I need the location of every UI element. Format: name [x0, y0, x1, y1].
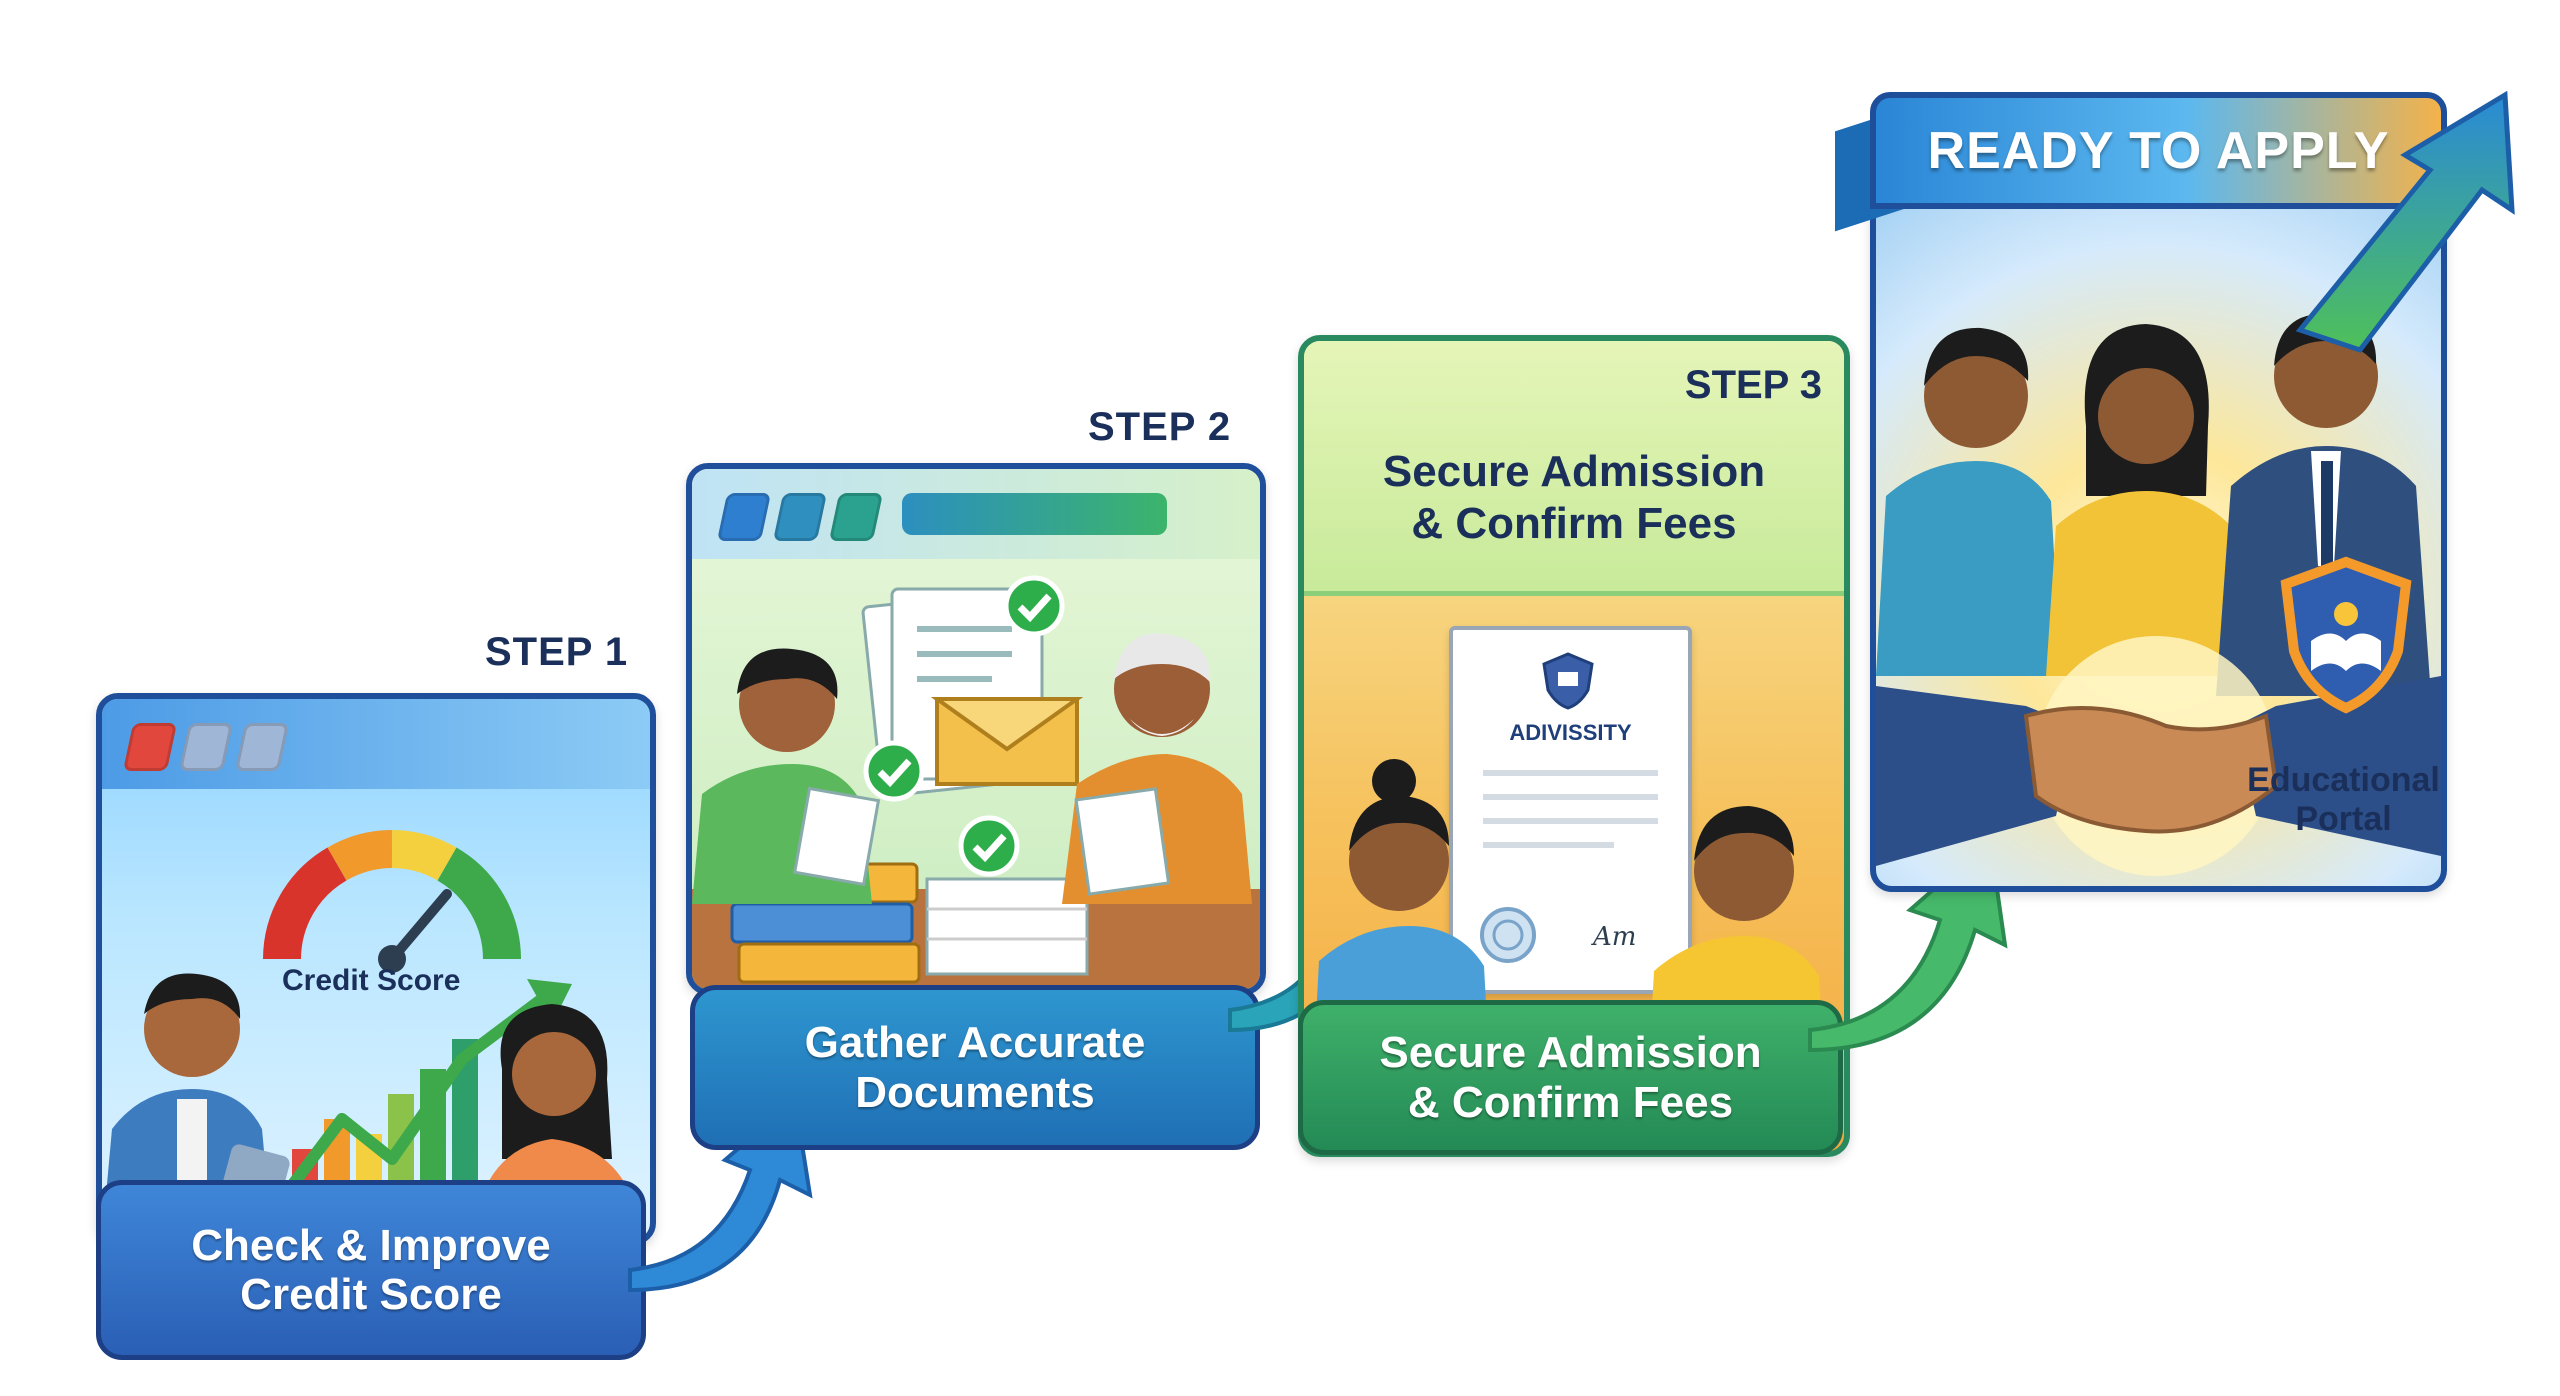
portal-line1: Educational — [2247, 761, 2440, 799]
certificate-lines — [1483, 770, 1658, 866]
step-3-header-title: Secure Admission & Confirm Fees — [1304, 446, 1844, 550]
envelope-icon — [930, 697, 1084, 786]
growth-arrow-icon — [2295, 90, 2515, 353]
checkmark-icon — [1003, 575, 1065, 637]
checkmark-icon — [863, 740, 925, 802]
seal-icon — [1480, 907, 1536, 963]
checkmark-icon — [958, 815, 1020, 877]
certificate-title: ADIVISSITY — [1509, 720, 1632, 745]
step-3-caption-line1: Secure Admission — [1379, 1028, 1762, 1078]
window-dot-3 — [828, 493, 884, 541]
step-1-titlebar — [102, 699, 650, 789]
step-1-card: Credit Score — [96, 693, 656, 1245]
step-3-header-line2: & Confirm Fees — [1411, 498, 1737, 548]
shield-book-icon — [2280, 556, 2412, 714]
growth-arrow-icon — [1808, 836, 2008, 1053]
portal-label: Educational Portal — [2246, 761, 2441, 839]
step-1-label: STEP 1 — [485, 630, 629, 674]
step-3-label: STEP 3 — [1684, 363, 1822, 407]
window-dot-1 — [716, 493, 772, 541]
ready-banner-text: READY TO APPLY — [1927, 121, 2390, 180]
portal-line2: Portal — [2295, 800, 2392, 839]
window-address-bar — [902, 493, 1167, 535]
step-3-header-panel: STEP 3 Secure Admission & Confirm Fees — [1304, 341, 1844, 596]
paper-pile-icon — [925, 877, 1089, 976]
certificate-icon: ADIVISSITY Am — [1449, 626, 1692, 994]
handshake-icon — [1876, 636, 2441, 876]
person-woman-icon — [2046, 324, 2241, 676]
window-dot-red — [122, 723, 178, 771]
step-2-caption-line1: Gather Accurate — [804, 1018, 1146, 1068]
step-3-caption: Secure Admission& Confirm Fees — [1298, 1000, 1843, 1155]
step-3-header-line1: Secure Admission — [1382, 447, 1766, 496]
window-dot-2 — [234, 723, 290, 771]
person-boy-icon — [692, 648, 881, 904]
step-2-titlebar — [692, 469, 1260, 559]
window-dot-2 — [772, 493, 828, 541]
window-dot-1 — [178, 723, 234, 771]
person-elder-icon — [1062, 633, 1252, 904]
credit-gauge-icon — [263, 830, 521, 973]
step-2-caption-line2: Documents — [855, 1067, 1095, 1117]
ready-banner: READY TO APPLY — [1870, 92, 2447, 209]
step-2-card — [686, 463, 1266, 995]
person-boy-icon — [1876, 327, 2061, 676]
step-1-caption-line2: Credit Score — [240, 1270, 502, 1319]
step-3-caption-line2: & Confirm Fees — [1407, 1077, 1734, 1127]
step-1-caption-line1: Check & Improve — [191, 1220, 551, 1270]
crest-icon — [1542, 652, 1594, 710]
step-2-label: STEP 2 — [1088, 405, 1232, 449]
certificate-signature: Am — [1593, 922, 1637, 952]
gauge-label: Credit Score — [282, 964, 461, 997]
